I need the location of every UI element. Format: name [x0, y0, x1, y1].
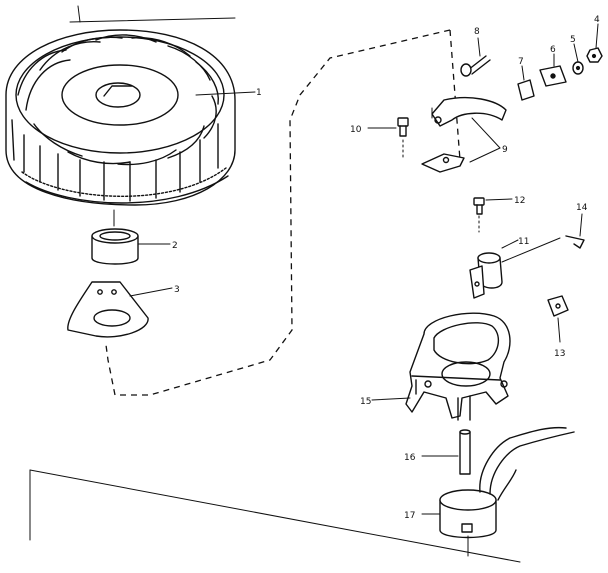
callout-13: 13 [554, 349, 565, 359]
top-rule [69, 17, 236, 23]
leader-4 [595, 23, 599, 49]
breaker-points [421, 96, 507, 173]
leader-9b [471, 117, 501, 149]
coil-wire-1 [479, 426, 567, 493]
callout-4: 4 [594, 15, 600, 25]
condenser-lead [501, 237, 561, 263]
shaft-16 [459, 429, 471, 475]
gasket-13 [547, 295, 569, 317]
callout-7: 7 [518, 57, 524, 67]
callout-10: 10 [350, 125, 362, 135]
leader-12 [485, 198, 513, 201]
callout-2: 2 [172, 241, 178, 251]
flywheel [5, 29, 236, 206]
sleeve [91, 228, 139, 265]
bracket-6 [539, 65, 567, 87]
leader-5 [573, 43, 579, 63]
clip-7 [517, 79, 535, 101]
screw-12 [473, 197, 485, 215]
key-plate [67, 281, 149, 338]
screw-10 [397, 117, 409, 137]
leader-15 [371, 397, 411, 401]
callout-15: 15 [360, 397, 371, 407]
ignition-coil [439, 489, 497, 539]
callout-6: 6 [550, 45, 556, 55]
callout-9: 9 [502, 145, 508, 155]
callout-1: 1 [256, 88, 262, 98]
leader-8 [477, 37, 481, 57]
assembly-path-dashed [105, 29, 451, 396]
leader-14 [579, 213, 583, 237]
leader-13 [557, 317, 561, 343]
leader-1 [195, 91, 256, 96]
assembly-path-upper [449, 29, 461, 161]
leader-11 [501, 239, 519, 249]
leader-7 [521, 65, 525, 81]
callout-12: 12 [514, 196, 525, 206]
callout-8: 8 [474, 27, 480, 37]
callout-5: 5 [570, 35, 576, 45]
callout-16: 16 [404, 453, 416, 463]
washer-5 [572, 61, 584, 75]
coil-wire-3 [497, 469, 517, 501]
callout-14: 14 [576, 203, 588, 213]
condenser [469, 252, 503, 299]
clip-14 [565, 235, 585, 249]
coil-wire-2 [489, 431, 575, 495]
leader-3 [129, 287, 173, 297]
callout-11: 11 [518, 237, 529, 247]
top-tick [77, 5, 81, 23]
magneto-plate [405, 312, 511, 421]
leader-9a [469, 147, 501, 163]
bottom-rule [29, 469, 521, 563]
nut-4 [586, 47, 603, 63]
screw-8 [460, 55, 491, 77]
callout-17: 17 [404, 511, 415, 521]
callout-3: 3 [174, 285, 180, 295]
